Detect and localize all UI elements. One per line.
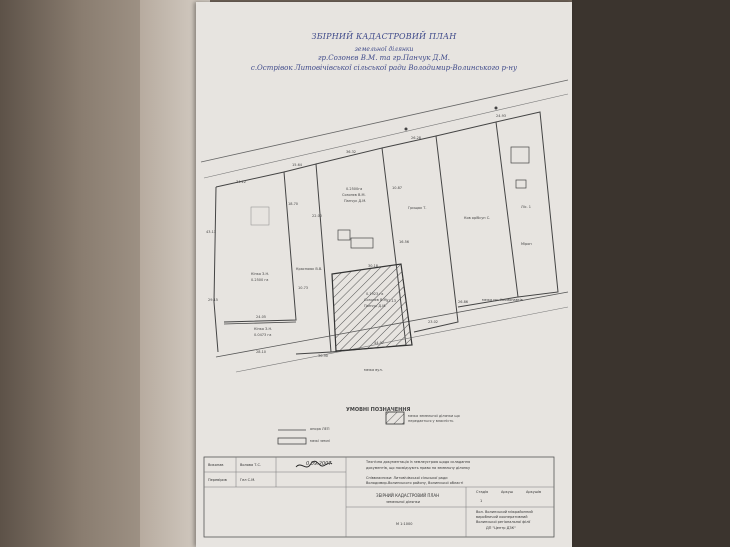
parcel-divider [223,321,297,325]
parcel-owner-7: Ліс. 1 [521,205,531,209]
dimension-label: 30.18 [368,264,379,268]
stamp-org-3: Волинської регіональної філії [476,520,531,524]
dimension-label: 24.93 [496,114,507,118]
building-2 [350,237,374,249]
parcel-owner-kipko: Кіпко З.Н. [251,272,270,276]
legend-item-hatch: межа земельної ділянки що передається у … [408,414,460,423]
stamp-date: 0.09.2007 [306,461,332,467]
stamp-council-1: Співвласники: Литовічівської сільської р… [366,476,448,480]
parcel-owner-main-2: Панчук Д.М. [344,199,367,203]
stamp-org-2: виробничий кооперативний [476,515,528,519]
stamp-role-checked: Перевірив [208,478,227,482]
dimension-label: 10.87 [392,186,403,190]
dimension-label: 28.10 [256,350,267,354]
legend-hatch-symbol [385,411,405,425]
stamp-desc-1: Технічна документація із землеустрою щод… [366,460,471,464]
dimension-label: 26.86 [458,300,469,304]
dimension-label: 23.02 [428,320,439,324]
power-pole [494,106,498,110]
dimension-label: 18.70 [288,202,299,206]
stamp-col-stage: Стадія [476,490,489,494]
stamp-col-sheet: Аркуш [501,490,514,494]
parcel-owner-6: Ков орібсуп С. [464,216,491,220]
dimension-label: 29.15 [208,298,219,302]
hatched-owner-1: Созонєв В.М. [364,298,388,302]
parcel-owner-main: Созонєв В.М. [342,193,366,197]
road-label: межа пр. Космонавтів [482,298,523,302]
road-line-lower [203,93,569,179]
dimension-label: 10.73 [298,286,309,290]
legend-boundary-symbol [277,437,307,445]
cadastral-plan-sheet: ЗБІРНИЙ КАДАСТРОВИЙ ПЛАН земельної ділян… [196,2,572,547]
hatched-owner-2: Панчук Д.М. [364,304,387,308]
stamp-scale: М 1:1000 [396,522,413,526]
parcel-boundary-3 [283,163,332,355]
stamp-col-sheets: Аркушів [526,490,542,494]
parcel-owner-hryshchak: Грищак Т. [408,206,427,210]
cadastral-map [200,79,569,538]
building-4 [515,179,527,189]
parcel-owner-kipko-2: Кіпко З.Н. [254,327,273,331]
hatched-parcel [331,263,413,352]
stamp-org-4: ДП "Центр ДЗК" [486,526,516,530]
dimension-label: 15.64 [292,163,303,167]
dimension-label: 36.32 [346,150,357,154]
building-3 [510,146,530,164]
signature-scribble [295,460,333,468]
building-5 [250,206,270,226]
stamp-desc-2: документів, що посвідчують право на земе… [366,466,471,470]
legend-item-boundary: межі землі [310,439,330,443]
legend-heading: УМОВНІ ПОЗНАЧЕННЯ [346,407,411,413]
stamp-role-executed: Виконав [208,463,224,467]
parcel-boundary-left [213,186,219,353]
road-line-upper [200,79,569,163]
stamp-council-2: Володимир-Волинського району, Волинської… [366,481,464,485]
parcel-owner-8: Мірон [521,242,532,246]
power-pole [404,127,408,131]
stamp-name-executed: Волова Т.С. [240,463,262,467]
dimension-label: 26.28 [411,136,422,140]
parcel-owner-krasnoiuk: Красноюк В.В. [296,267,323,271]
parcel-boundary-6 [435,121,519,308]
dimension-label: 32.13 [386,299,397,303]
stamp-frame [203,456,555,538]
stamp-plan-title: ЗБІРНИЙ КАДАСТРОВИЙ ПЛАН [376,493,440,498]
plan-owners: гр.Созонєв В.М. та гр.Панчук Д.М. [318,54,450,62]
dimension-label: 34.12 [236,180,247,184]
parcel-boundary-5 [381,135,459,333]
stamp-org-1: Вол. Волинський міжрайонний [476,510,533,514]
parcel-area-main: 0.2500га [346,187,363,191]
building-1 [337,229,351,241]
parcel-boundary-2 [215,171,297,323]
parcel-boundary-7 [495,111,559,298]
stamp-plan-subtitle: земельної ділянки [386,500,421,504]
plan-title: ЗБІРНИЙ КАДАСТРОВИЙ ПЛАН [311,32,457,41]
dimension-label: 24.05 [256,315,267,319]
dimension-label: 22.00 [312,214,323,218]
background-right [572,0,730,547]
dimension-label: 43.11 [206,230,217,234]
bottom-road-label: межа вул. [364,368,383,372]
dimension-label: 16.56 [399,240,410,244]
hatched-area: 0.1923 га [366,292,384,296]
plan-location: с.Острівок Литовічівської сільської ради… [250,64,518,72]
plan-subtitle: земельної ділянки [354,46,414,53]
parcel-area-kipko-2: 0.0473 га [254,333,272,337]
dimension-label: 30.90 [318,354,329,358]
stamp-name-checked: Гел С.М. [240,478,256,482]
stamp-stage-value: 1 [480,499,483,503]
parcel-area-kipko: 0.2500 га [251,278,269,282]
dimension-label: 44.97 [374,341,385,345]
legend-item-pole: опора ЛЕП [310,427,330,431]
